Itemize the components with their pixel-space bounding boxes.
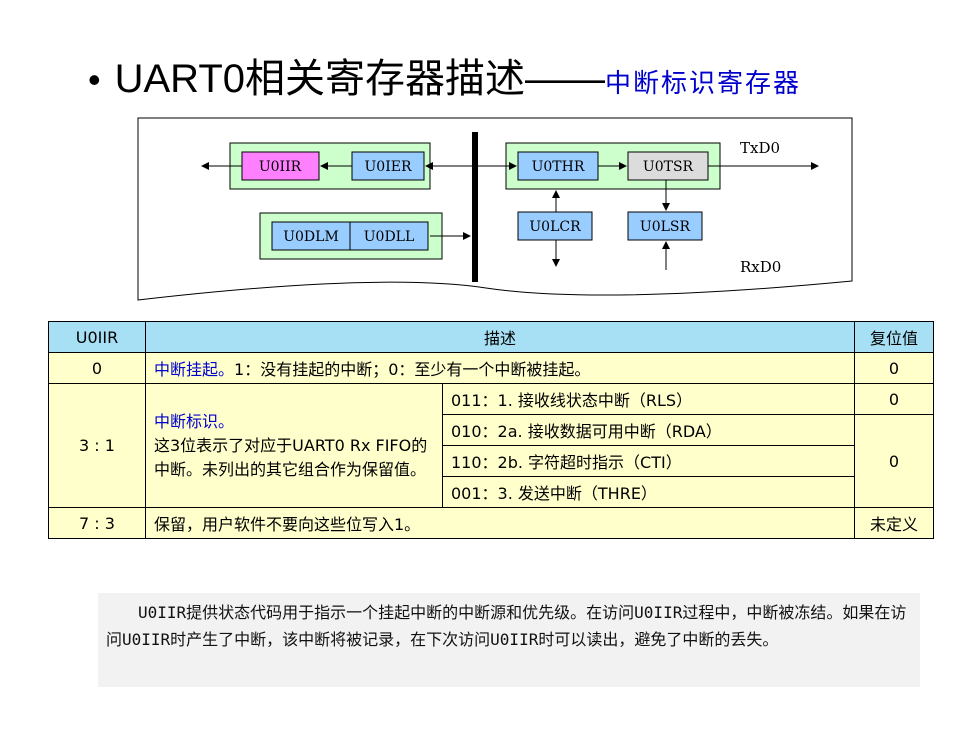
desc-cell: 保留，用户软件不要向这些位写入1。 — [145, 507, 855, 539]
u0iir-register-table: U0IIR 描述 复位值 0 中断挂起。1：没有挂起的中断；0：至少有一个中断被… — [48, 321, 934, 539]
table-row: 3 : 1 中断标识。 这3位表示了对应于UART0 Rx FIFO的中断。未列… — [48, 383, 934, 508]
table-row: 7 : 3 保留，用户软件不要向这些位写入1。 未定义 — [48, 507, 934, 539]
rxd0-label: RxD0 — [740, 258, 781, 276]
reg-u0ier-box — [351, 151, 425, 181]
description-note: U0IIR提供状态代码用于指示一个挂起中断的中断源和优先级。在访问U0IIR过程… — [98, 593, 920, 687]
reg-u0tsr-box — [627, 151, 709, 181]
reg-u0lsr-box — [627, 211, 703, 241]
reg-u0lsr: U0LSR — [640, 219, 691, 235]
bullet: • — [88, 59, 101, 100]
table-row: 0 中断挂起。1：没有挂起的中断；0：至少有一个中断被挂起。 0 — [48, 352, 934, 384]
desc-cell: 中断挂起。1：没有挂起的中断；0：至少有一个中断被挂起。 — [145, 352, 855, 384]
header-register: U0IIR — [48, 321, 146, 353]
uart-register-diagram: U0IIR U0IER U0DLM U0DLL U0THR U0TSR TxD0… — [137, 117, 853, 301]
header-reset: 复位值 — [854, 321, 934, 353]
code-item: 011：1. 接收线状态中断（RLS） — [442, 383, 855, 415]
reset-cell: 0 — [854, 383, 934, 415]
reset-cell: 0 — [854, 414, 934, 508]
reg-u0dlm-box — [271, 221, 351, 251]
slide-title: • UART0相关寄存器描述——中断标识寄存器 — [88, 46, 801, 104]
data-bus — [472, 132, 478, 282]
desc-rest: 1：没有挂起的中断；0：至少有一个中断被挂起。 — [234, 360, 591, 379]
code-item: 001：3. 发送中断（THRE） — [442, 476, 855, 508]
reg-u0ier: U0IER — [365, 159, 412, 175]
reg-u0tsr: U0TSR — [643, 159, 694, 175]
note-text: U0IIR提供状态代码用于指示一个挂起中断的中断源和优先级。在访问U0IIR过程… — [106, 603, 907, 649]
reg-u0dll: U0DLL — [364, 229, 415, 245]
reset-cell: 未定义 — [854, 507, 934, 539]
header-description: 描述 — [145, 321, 855, 353]
code-item: 110：2b. 字符超时指示（CTI） — [442, 445, 855, 477]
desc-prefix: 中断挂起。 — [154, 360, 235, 379]
reg-u0lcr-box — [517, 211, 593, 241]
reg-u0dlm: U0DLM — [283, 229, 339, 245]
reg-u0lcr: U0LCR — [529, 219, 581, 235]
title-sub: 中断标识寄存器 — [605, 69, 802, 99]
txd0-label: TxD0 — [740, 139, 780, 157]
reg-u0thr: U0THR — [532, 159, 585, 175]
desc-body: 这3位表示了对应于UART0 Rx FIFO的中断。未列出的其它组合作为保留值。 — [154, 435, 428, 479]
bits-cell: 3 : 1 — [48, 383, 146, 508]
reg-u0iir-box — [241, 151, 320, 181]
reset-cell: 0 — [854, 352, 934, 384]
desc-title: 中断标识。 — [154, 411, 235, 431]
reg-u0iir: U0IIR — [259, 159, 302, 175]
bits-cell: 7 : 3 — [48, 507, 146, 539]
reg-u0dll-box — [349, 221, 429, 251]
bits-cell: 0 — [48, 352, 146, 384]
table-header-row: U0IIR 描述 复位值 — [48, 321, 934, 353]
desc-cell: 中断标识。 这3位表示了对应于UART0 Rx FIFO的中断。未列出的其它组合… — [145, 383, 443, 508]
title-main: UART0相关寄存器描述—— — [114, 57, 606, 101]
code-item: 010：2a. 接收数据可用中断（RDA） — [442, 414, 855, 446]
reg-u0thr-box — [517, 151, 599, 181]
